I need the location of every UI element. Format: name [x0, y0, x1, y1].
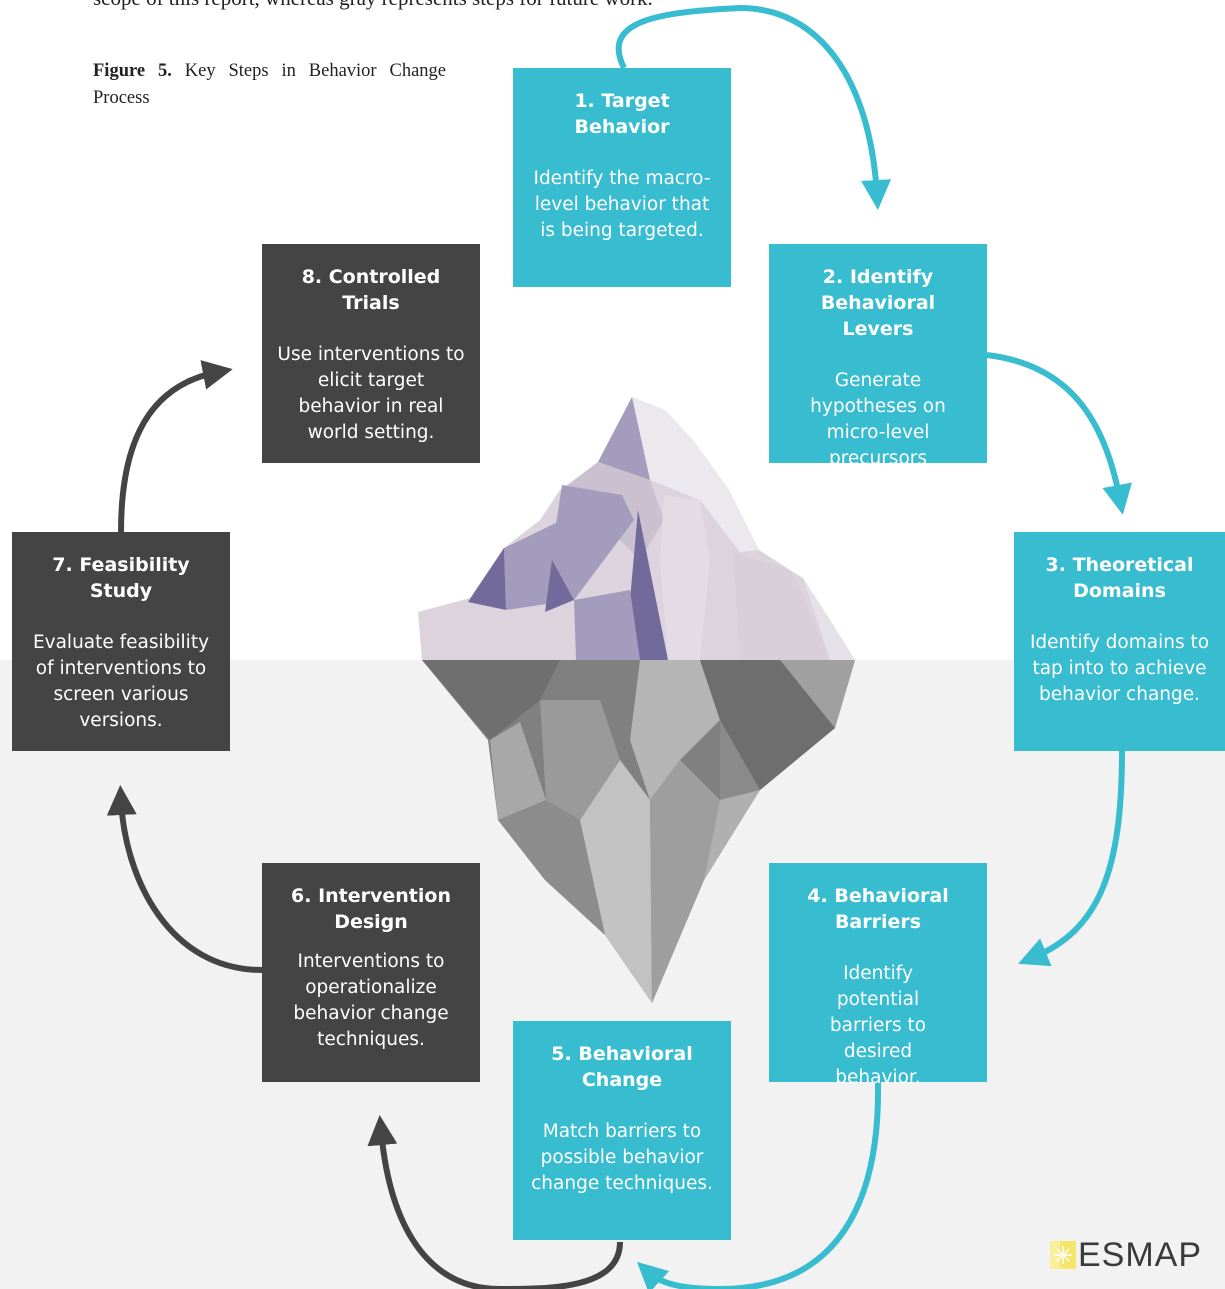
step-7-box: 7. Feasibility Study Evaluate feasibilit…	[12, 532, 230, 751]
logo-text: ESMAP	[1078, 1236, 1203, 1274]
step-1-description: Identify the macro-level behavior that i…	[533, 168, 711, 241]
iceberg-top	[418, 397, 855, 660]
arrow-2-to-3	[986, 352, 1132, 515]
step-2-description: Generate hypotheses on micro-level precu…	[810, 370, 946, 469]
iceberg-bottom	[422, 660, 855, 1003]
esmap-logo: ESMAP	[1050, 1237, 1202, 1273]
step-4-description: Identify potential barriers to desired b…	[829, 963, 927, 1088]
step-3-box: 3. Theoretical Domains Identify domains …	[1014, 532, 1225, 751]
step-6-box: 6. Intervention Design Interventions to …	[262, 863, 480, 1082]
figure-caption-label: Figure 5.	[93, 61, 172, 81]
step-5-box: 5. Behavioral Change Match barriers to p…	[513, 1021, 731, 1240]
step-5-title: 5. Behavioral Change	[551, 1043, 693, 1091]
step-8-box: 8. Controlled Trials Use interventions t…	[262, 244, 480, 463]
step-3-description: Identify domains to tap into to achieve …	[1029, 632, 1210, 705]
top-text-line: scope of this report, whereas gray repre…	[93, 0, 653, 11]
step-6-description: Interventions to operationalize behavior…	[293, 951, 449, 1050]
step-2-title: 2. Identify Behavioral Levers	[820, 266, 936, 340]
figure-caption: Figure 5. Key Steps in Behavior Change P…	[93, 58, 446, 112]
step-4-title: 4. Behavioral Barriers	[807, 885, 949, 933]
arrow-7-to-8	[118, 360, 233, 533]
step-8-title: 8. Controlled Trials	[301, 266, 441, 314]
step-5-description: Match barriers to possible behavior chan…	[531, 1121, 713, 1194]
step-3-title: 3. Theoretical Domains	[1045, 554, 1194, 602]
step-1-box: 1. Target Behavior Identify the macro-le…	[513, 68, 731, 287]
step-6-title: 6. Intervention Design	[291, 885, 451, 933]
arrow-4-to-5	[636, 1081, 882, 1289]
arrow-3-to-4	[1018, 749, 1125, 967]
figure-caption-text: Key Steps in Behavior Change Process	[93, 61, 447, 108]
step-2-box: 2. Identify Behavioral Levers Generate h…	[769, 244, 987, 469]
sun-burst-icon	[1050, 1241, 1076, 1269]
step-4-box: 4. Behavioral Barriers Identify potentia…	[769, 863, 987, 1088]
arrow-1-to-2	[615, 4, 892, 210]
step-8-description: Use interventions to elicit target behav…	[277, 344, 465, 443]
step-7-title: 7. Feasibility Study	[52, 554, 190, 602]
step-7-description: Evaluate feasibility of interventions to…	[32, 632, 210, 731]
arrow-6-to-7	[106, 785, 263, 973]
step-1-title: 1. Target Behavior	[574, 90, 670, 138]
